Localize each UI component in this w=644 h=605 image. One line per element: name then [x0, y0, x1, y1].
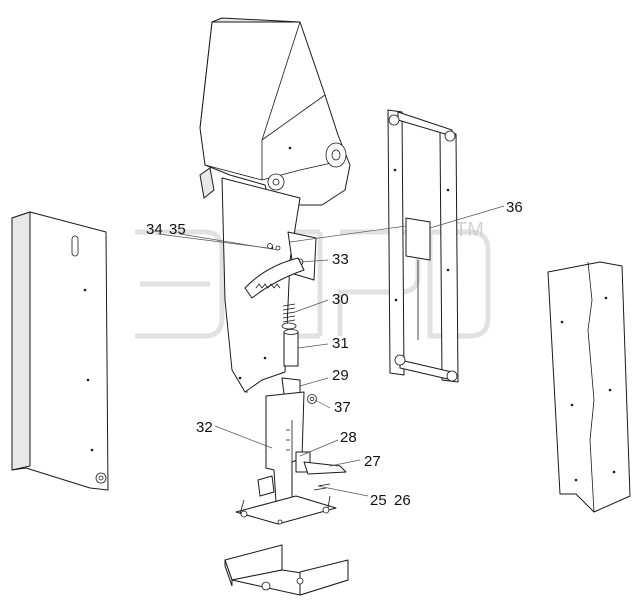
callout-30: 30 [332, 291, 349, 308]
callout-labels: 34 35 33 30 31 29 37 32 28 27 25 26 36 [146, 199, 523, 509]
callout-28: 28 [340, 429, 357, 446]
bottom-bracket [224, 544, 349, 596]
leader-lines [157, 205, 505, 497]
callout-27: 27 [364, 453, 381, 470]
lever-assembly [244, 231, 317, 367]
callout-25: 25 [370, 492, 387, 509]
right-frame [387, 109, 459, 383]
callout-33: 33 [332, 251, 349, 268]
right-side-panel [547, 261, 631, 513]
callout-35: 35 [169, 221, 186, 238]
callout-26: 26 [394, 492, 411, 509]
trademark-mark: TM [455, 219, 484, 241]
spring-30 [281, 303, 297, 330]
callout-32: 32 [196, 419, 213, 436]
main-column-assembly [199, 17, 351, 393]
left-side-panel [11, 211, 109, 491]
callout-36: 36 [506, 199, 523, 216]
lower-stand [235, 377, 347, 525]
callout-34: 34 [146, 221, 163, 238]
callout-37: 37 [334, 399, 351, 416]
callout-29: 29 [332, 367, 349, 384]
callout-31: 31 [332, 335, 349, 352]
